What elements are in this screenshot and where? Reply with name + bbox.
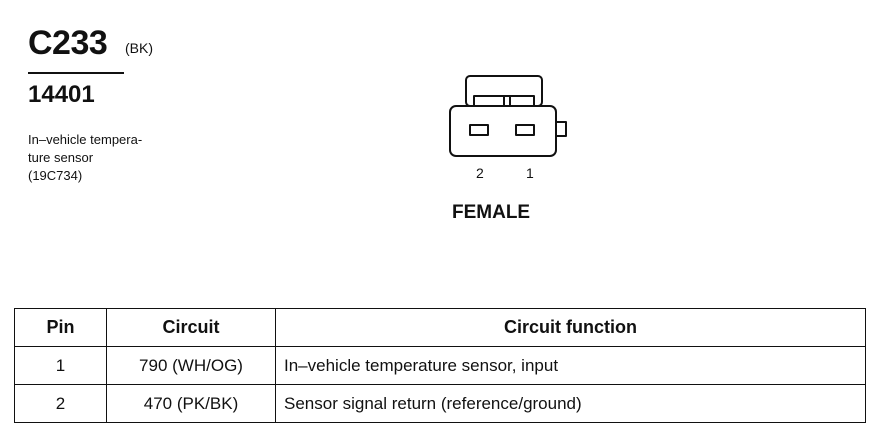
terminal-cavity-1 <box>515 124 535 136</box>
connector-gender-label: FEMALE <box>452 202 531 223</box>
connector-key <box>556 121 567 137</box>
header-circuit-function: Circuit function <box>275 308 866 347</box>
connector-color: (BK) <box>125 40 153 56</box>
pin-number-label: 1 <box>526 165 534 181</box>
header-pin: Pin <box>14 308 107 347</box>
description-line: (19C734) <box>28 168 83 183</box>
terminal-cavity-2 <box>469 124 489 136</box>
connector-body <box>449 105 557 157</box>
connector-description: In–vehicle tempera- ture sensor (19C734) <box>28 131 142 185</box>
cell-pin: 2 <box>14 384 107 423</box>
connector-id: C233 <box>28 24 108 62</box>
cell-pin: 1 <box>14 346 107 385</box>
description-line: ture sensor <box>28 150 94 165</box>
pinout-table: Pin Circuit Circuit function 1 790 (WH/O… <box>14 308 866 423</box>
table-row: 1 790 (WH/OG) In–vehicle temperature sen… <box>14 346 866 385</box>
table-header-row: Pin Circuit Circuit function <box>14 308 866 347</box>
cell-circuit: 470 (PK/BK) <box>106 384 276 423</box>
cell-function: In–vehicle temperature sensor, input <box>275 346 866 385</box>
connector-face-drawing <box>449 75 567 157</box>
pin-number-label: 2 <box>476 165 484 181</box>
description-line: In–vehicle tempera- <box>28 132 143 147</box>
table-row: 2 470 (PK/BK) Sensor signal return (refe… <box>14 384 866 423</box>
part-number: 14401 <box>28 81 95 108</box>
header-rule <box>28 72 124 74</box>
cell-circuit: 790 (WH/OG) <box>106 346 276 385</box>
header-circuit: Circuit <box>106 308 276 347</box>
cell-function: Sensor signal return (reference/ground) <box>275 384 866 423</box>
